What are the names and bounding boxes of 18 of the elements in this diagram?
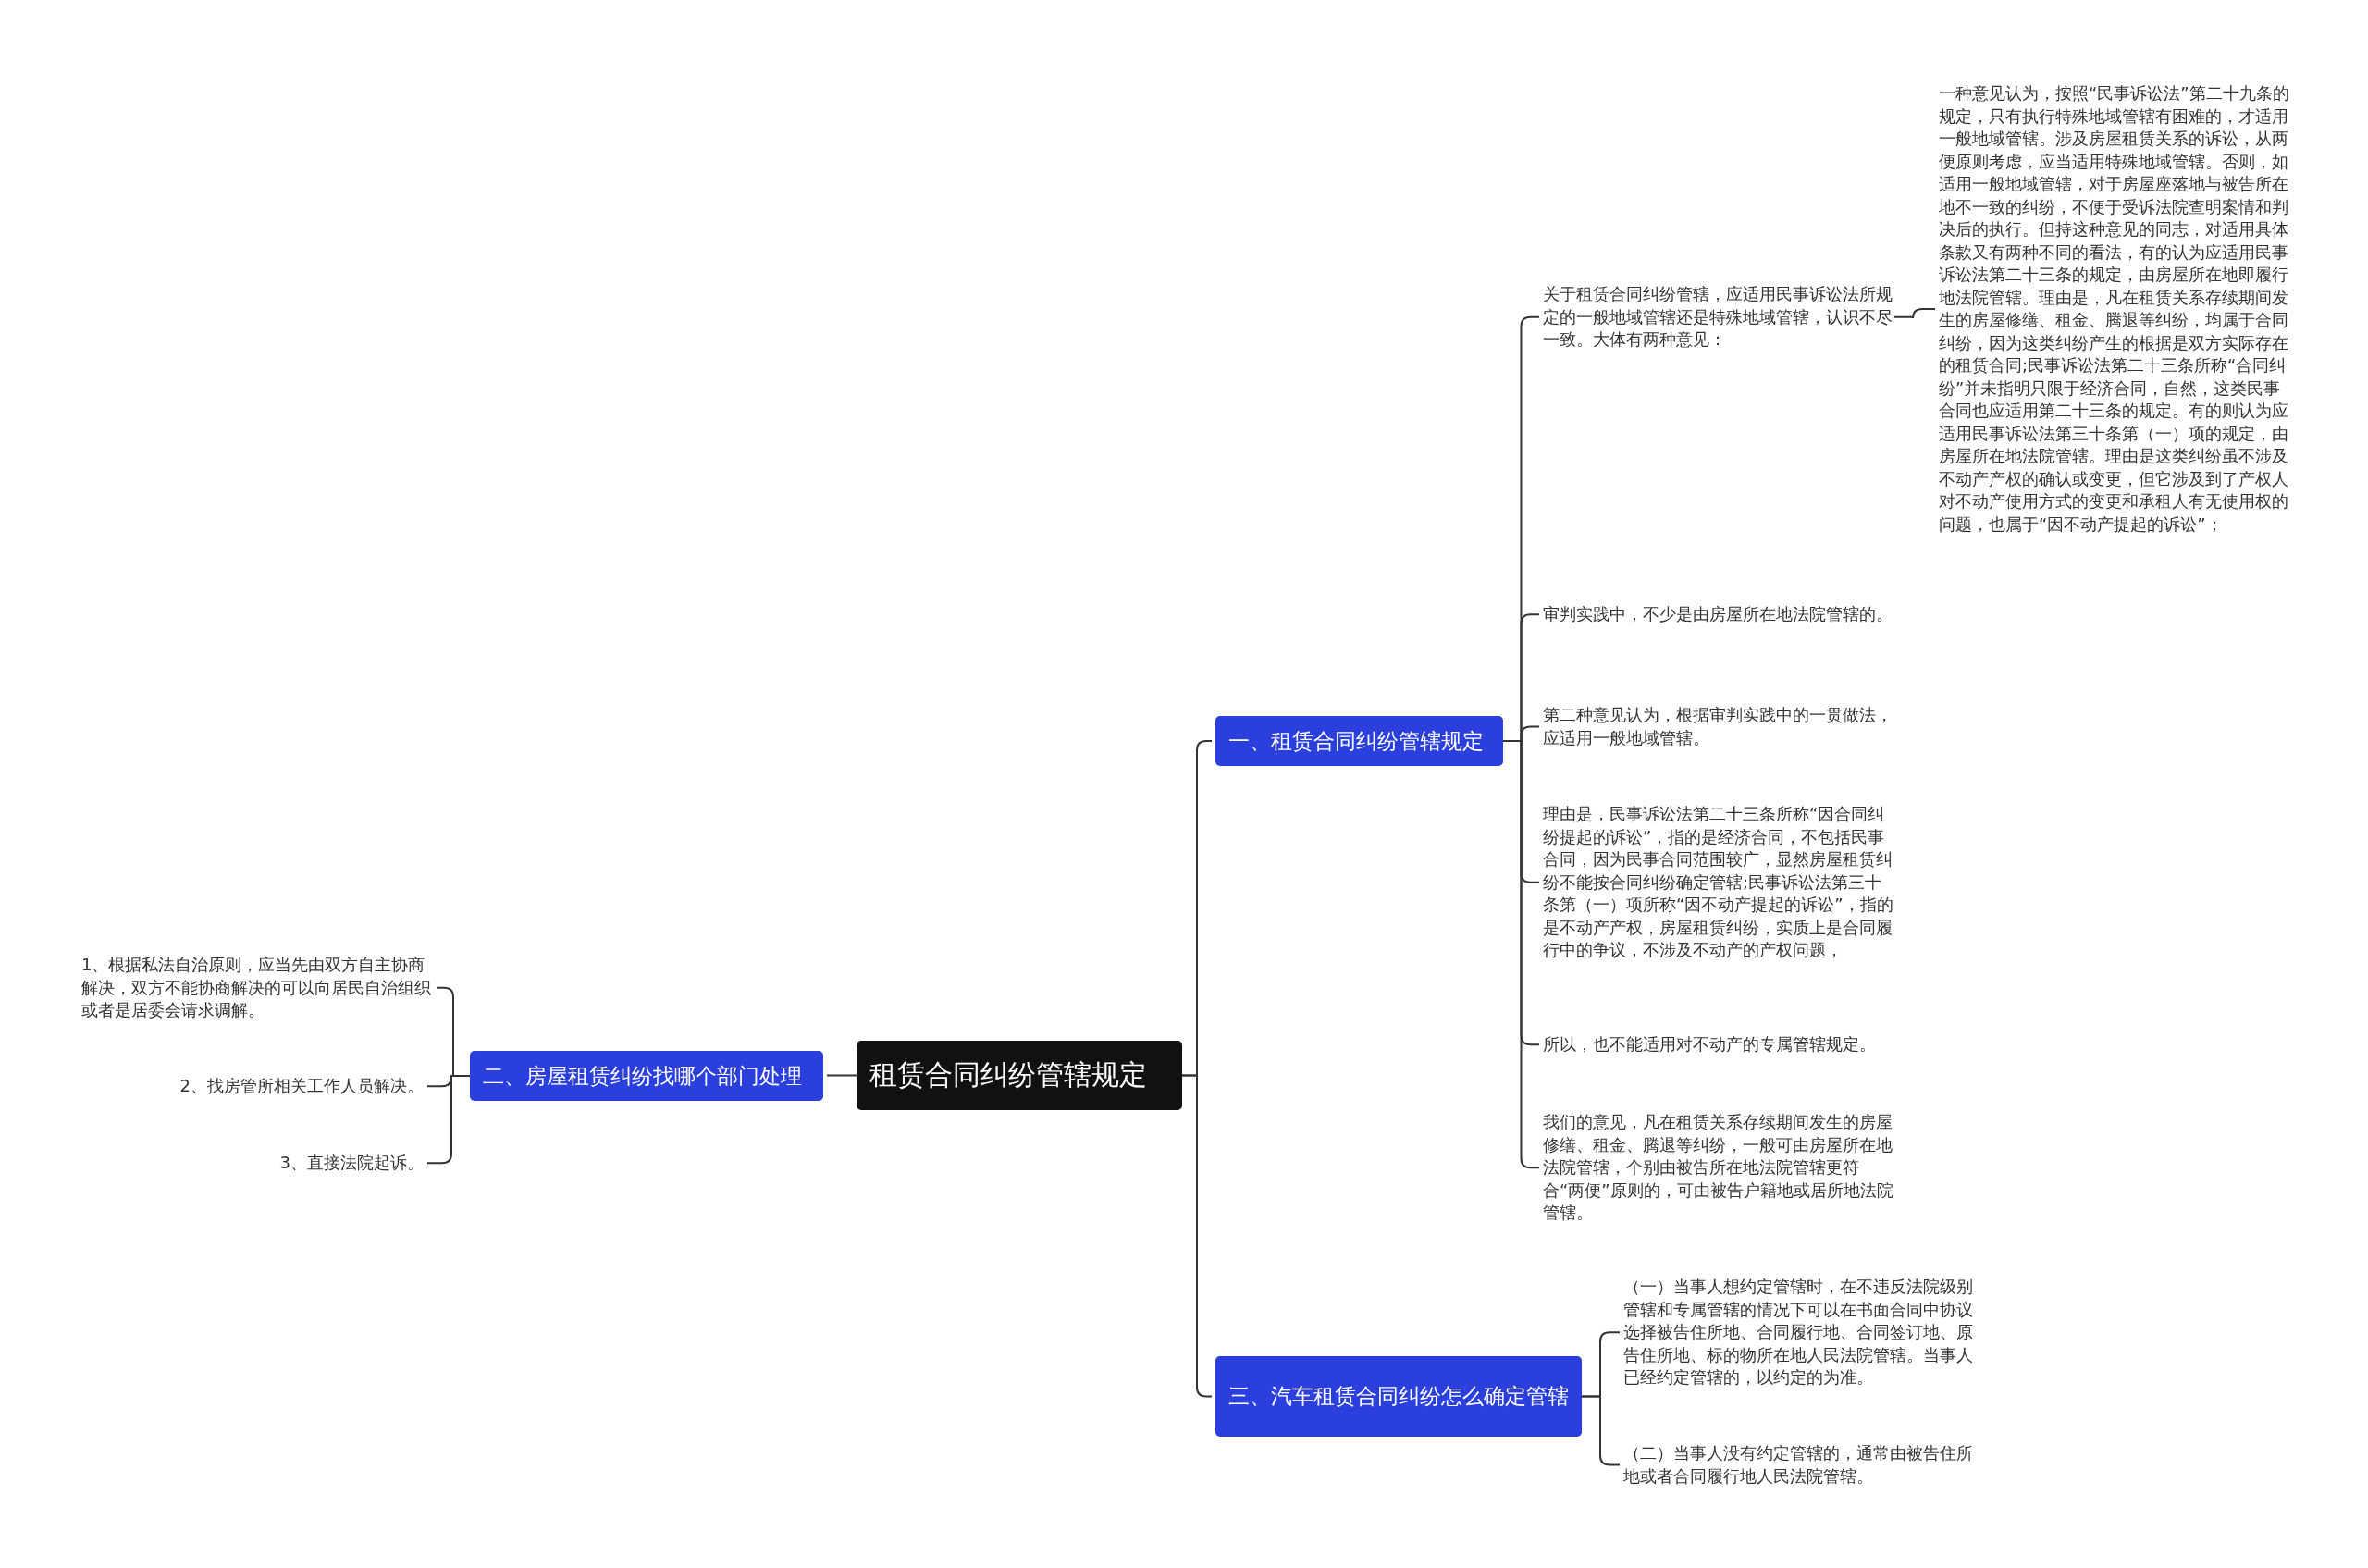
note-text: （二）当事人没有约定管辖的，通常由被告住所地或者合同履行地人民法院管辖。 bbox=[1623, 1442, 1975, 1488]
connector-line bbox=[1893, 308, 1936, 319]
note-text: 理由是，民事诉讼法第二十三条所称“因合同纠纷提起的诉讼”，指的是经济合同，不包括民事合同，因为民事合同范围较广，显然房屋租赁纠纷不能按合同纠纷确定管辖;民事诉讼法第三十条第（一）项所称“因不动产提起的诉讼”，指的是不动产产权，房屋租赁纠纷，实质上是合同履行中的争议，不涉及不动产的产权问题， bbox=[1543, 803, 1894, 962]
note-text: 所以，也不能适用对不动产的专属管辖规定。 bbox=[1543, 1033, 1894, 1056]
note-text: 审判实践中，不少是由房屋所在地法院管辖的。 bbox=[1543, 603, 1894, 626]
topic-box: 一、租赁合同纠纷管辖规定 bbox=[1215, 716, 1503, 766]
note-text: 我们的意见，凡在租赁关系存续期间发生的房屋修缮、租金、腾退等纠纷，一般可由房屋所在地法院管辖，个别由被告所在地法院管辖更符合“两便”原则的，可由被告户籍地或居所地法院管辖。 bbox=[1543, 1111, 1894, 1225]
note-text: 1、根据私法自治原则，应当先由双方自主协商解决，双方不能协商解决的可以向居民自治组织或者是居委会请求调解。 bbox=[81, 954, 433, 1022]
topic-box: 三、汽车租赁合同纠纷怎么确定管辖 bbox=[1215, 1356, 1582, 1437]
topic-box: 二、房屋租赁纠纷找哪个部门处理 bbox=[470, 1051, 823, 1101]
note-text: 一种意见认为，按照“民事诉讼法”第二十九条的规定，只有执行特殊地域管辖有困难的，才适用一般地域管辖。涉及房屋租赁关系的诉讼，从两便原则考虑，应当适用特殊地域管辖。否则，如适用一般地域管辖，对于房屋座落地与被告所在地不一致的纠纷，不便于受诉法院查明案情和判决后的执行。但持这种意见的同志，对适用具体条款又有两种不同的看法，有的认为应适用民事诉讼法第二十三条的规定，由房屋所在地即履行地法院管辖。理由是，凡在租赁关系存续期间发生的房屋修缮、租金、腾退等纠纷，均属于合同纠纷，因为这类纠纷产生的根据是双方实际存在的租赁合同;民事诉讼法第二十三条所称“合同纠纷”并未指明只限于经济合同，自然，这类民事合同也应适用第二十三条的规定。有的则认为应适用民事诉讼法第三十条第（一）项的规定，由房屋所在地法院管辖。理由是这类纠纷虽不涉及不动产产权的确认或变更，但它涉及到了产权人对不动产使用方式的变更和承租人有无使用权的问题，也属于“因不动产提起的诉讼”； bbox=[1939, 82, 2290, 536]
note-text: 关于租赁合同纠纷管辖，应适用民事诉讼法所规定的一般地域管辖还是特殊地域管辖，认识不尽一致。大体有两种意见： bbox=[1543, 283, 1894, 352]
connector-line bbox=[826, 1074, 857, 1077]
note-text: 2、找房管所相关工作人员解决。 bbox=[81, 1075, 424, 1098]
note-text: 3、直接法院起诉。 bbox=[81, 1152, 424, 1175]
central-topic-box: 租赁合同纠纷管辖规定 bbox=[857, 1041, 1182, 1110]
note-text: （一）当事人想约定管辖时，在不违反法院级别管辖和专属管辖的情况下可以在书面合同中协议选择被告住所地、合同履行地、合同签订地、原告住所地、标的物所在地人民法院管辖。当事人已经约定管辖的，以约定的为准。 bbox=[1623, 1276, 1975, 1389]
note-text: 第二种意见认为，根据审判实践中的一贯做法，应适用一般地域管辖。 bbox=[1543, 704, 1894, 749]
